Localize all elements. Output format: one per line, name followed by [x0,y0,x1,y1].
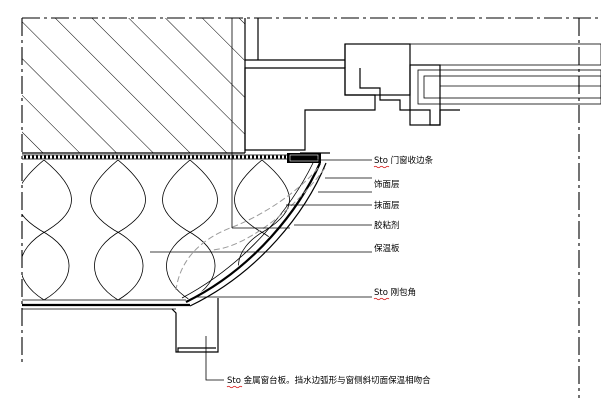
leader-lines [150,159,372,381]
base-layer [22,299,190,310]
sto-underlines [226,165,390,389]
window-trim-bead [287,153,321,163]
metal-sill-label: Sto 金属窗台板。挡水边弧形与窗侧斜切面保温相吻合 [227,375,431,386]
concrete-wall [22,18,345,154]
insulation-board [22,160,290,300]
corner-bead-label: Sto 刚包角 [374,287,416,298]
insulation-board-label: 保温板 [374,243,400,254]
adhesive-label: 胶粘剂 [374,220,400,231]
base-coat-label: 抹面层 [374,200,400,211]
sill-curve-layers [175,162,327,307]
finish-coat-label: 饰面层 [374,179,400,190]
adhesive-dot-row [22,154,320,160]
window-trim-label: Sto 门窗收边条 [374,155,434,166]
metal-sill-drip [171,153,290,353]
window-frame-profile [244,43,601,154]
